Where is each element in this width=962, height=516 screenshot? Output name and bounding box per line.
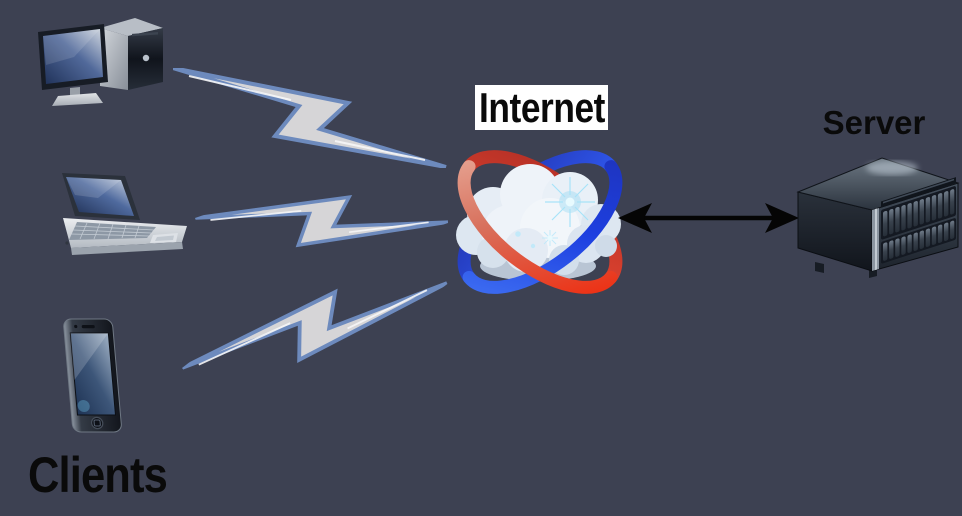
clients-label: Clients <box>28 447 168 503</box>
laptop-icon <box>62 173 187 255</box>
blue-ring-front <box>462 160 623 294</box>
server-label: Server <box>822 104 926 141</box>
smartphone-icon <box>63 318 122 433</box>
red-ring-front <box>457 160 618 294</box>
drive-bays <box>881 177 956 264</box>
internet-label-text: Internet <box>478 83 605 131</box>
sparkle-large <box>545 177 595 227</box>
sparkle-small <box>504 230 558 252</box>
internet-cloud-icon <box>456 150 623 294</box>
double-arrow-icon <box>618 203 799 233</box>
desktop-computer-icon <box>38 18 163 106</box>
internet-label: Internet <box>475 85 608 130</box>
server-rack-icon <box>796 157 960 278</box>
